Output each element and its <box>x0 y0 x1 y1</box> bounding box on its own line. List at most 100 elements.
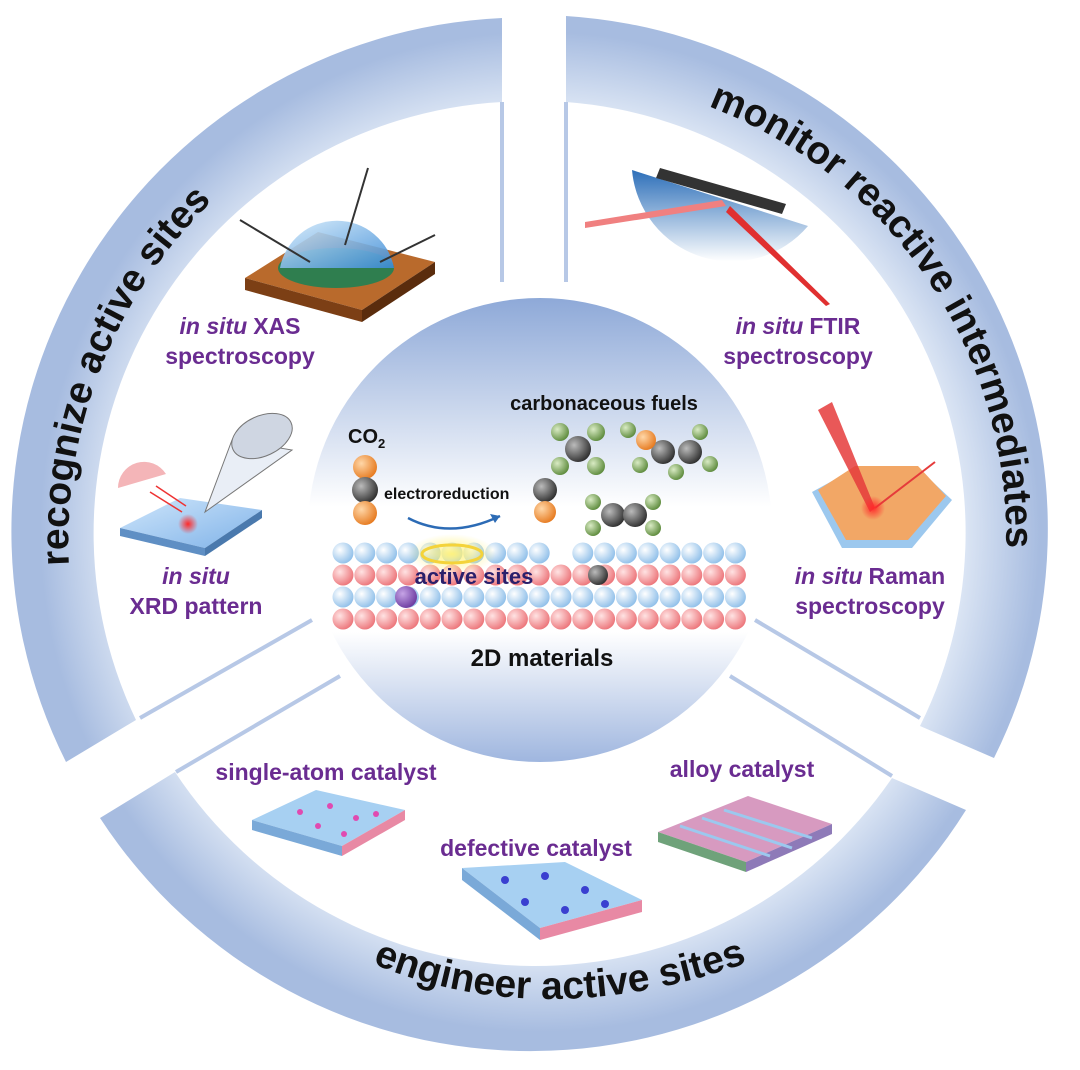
lattice-atom <box>376 542 398 564</box>
ethylene-molecule <box>585 494 661 536</box>
divider-line-left-lower <box>174 674 342 774</box>
lattice-atom <box>681 608 703 630</box>
lattice-atom <box>550 586 572 608</box>
lattice-atom <box>594 542 616 564</box>
lattice-atom <box>376 608 398 630</box>
lattice-atom <box>703 542 725 564</box>
single-atom-catalyst-label: single-atom catalyst <box>215 759 436 785</box>
lattice-atom <box>506 542 528 564</box>
lattice-atom <box>572 542 594 564</box>
lattice-atom <box>681 586 703 608</box>
lattice-atom <box>681 564 703 586</box>
lattice-atom <box>397 608 419 630</box>
carbonaceous-fuels-label: carbonaceous fuels <box>510 393 698 415</box>
lattice-atom <box>419 586 441 608</box>
lattice-atom <box>572 564 594 586</box>
lattice-atom <box>528 564 550 586</box>
lattice-atom <box>615 586 637 608</box>
co2-label: CO2 <box>348 426 385 451</box>
methane-molecule <box>551 423 605 475</box>
lattice-atom <box>376 564 398 586</box>
lattice-atom <box>485 608 507 630</box>
defective-catalyst-slab <box>462 862 642 940</box>
alcohol-molecule <box>620 422 718 480</box>
xrd-label-line1: in situ <box>162 563 230 589</box>
lattice-atom <box>724 586 746 608</box>
lattice-atom <box>572 586 594 608</box>
lattice-atom <box>463 608 485 630</box>
lattice-atom <box>397 564 419 586</box>
raman-illustration <box>812 402 952 548</box>
lattice-atom <box>615 608 637 630</box>
single-atom-catalyst-slab <box>252 790 405 856</box>
lattice-atom <box>703 564 725 586</box>
lattice-atom <box>724 564 746 586</box>
lattice-atom <box>637 542 659 564</box>
divider-line-left <box>139 618 313 720</box>
lattice-atom <box>354 564 376 586</box>
xrd-illustration <box>117 412 294 556</box>
lattice-2d-material <box>332 542 746 630</box>
co2-molecule <box>352 455 378 525</box>
lattice-atom <box>659 608 681 630</box>
lattice-atom <box>594 586 616 608</box>
lattice-atom <box>615 564 637 586</box>
lattice-atom <box>724 542 746 564</box>
active-site-glow <box>408 534 496 574</box>
lattice-atom <box>354 608 376 630</box>
xas-label-line2: spectroscopy <box>165 343 315 369</box>
lattice-atom <box>506 564 528 586</box>
ring-segment-engineer <box>100 772 966 1052</box>
reaction-arrow <box>407 514 501 530</box>
adsorbed-carbon-atom <box>588 565 608 585</box>
lattice-atom <box>485 564 507 586</box>
single-atom-site <box>395 586 417 608</box>
material-label: 2D materials <box>471 645 614 672</box>
lattice-atom <box>354 586 376 608</box>
active-site-ring <box>420 543 484 565</box>
lattice-atom <box>659 586 681 608</box>
lattice-atom <box>637 586 659 608</box>
outer-ring <box>11 16 1048 1052</box>
ftir-illustration <box>585 168 830 306</box>
lattice-atom <box>441 586 463 608</box>
alloy-catalyst-label: alloy catalyst <box>670 756 815 782</box>
co-molecule <box>533 478 557 523</box>
lattice-atom <box>659 542 681 564</box>
divider-line-right-lower <box>728 674 894 778</box>
active-sites-label: active sites <box>415 564 534 589</box>
raman-label-line2: spectroscopy <box>795 593 945 619</box>
ring-segment-monitor <box>566 16 1048 758</box>
lattice-atom <box>594 608 616 630</box>
lattice-atom <box>659 564 681 586</box>
lattice-atom <box>528 608 550 630</box>
center-circle <box>308 298 772 762</box>
lattice-atom <box>332 542 354 564</box>
lattice-atom <box>332 586 354 608</box>
lattice-atom <box>528 586 550 608</box>
lattice-atom <box>441 608 463 630</box>
lattice-atom <box>637 564 659 586</box>
ring-segment-recognize <box>11 18 502 762</box>
lattice-atom <box>506 586 528 608</box>
xrd-label-line2: XRD pattern <box>130 593 263 619</box>
lattice-atom <box>572 608 594 630</box>
lattice-atom <box>637 608 659 630</box>
lattice-atom <box>506 608 528 630</box>
xas-illustration <box>239 167 436 322</box>
lattice-atom <box>703 586 725 608</box>
lattice-atom <box>332 608 354 630</box>
lattice-atom <box>485 586 507 608</box>
lattice-atom <box>354 542 376 564</box>
lattice-atom <box>332 564 354 586</box>
lattice-atom <box>419 608 441 630</box>
lattice-atom <box>376 586 398 608</box>
lattice-atom <box>615 542 637 564</box>
lattice-atom <box>463 586 485 608</box>
alloy-catalyst-slab <box>658 796 832 872</box>
